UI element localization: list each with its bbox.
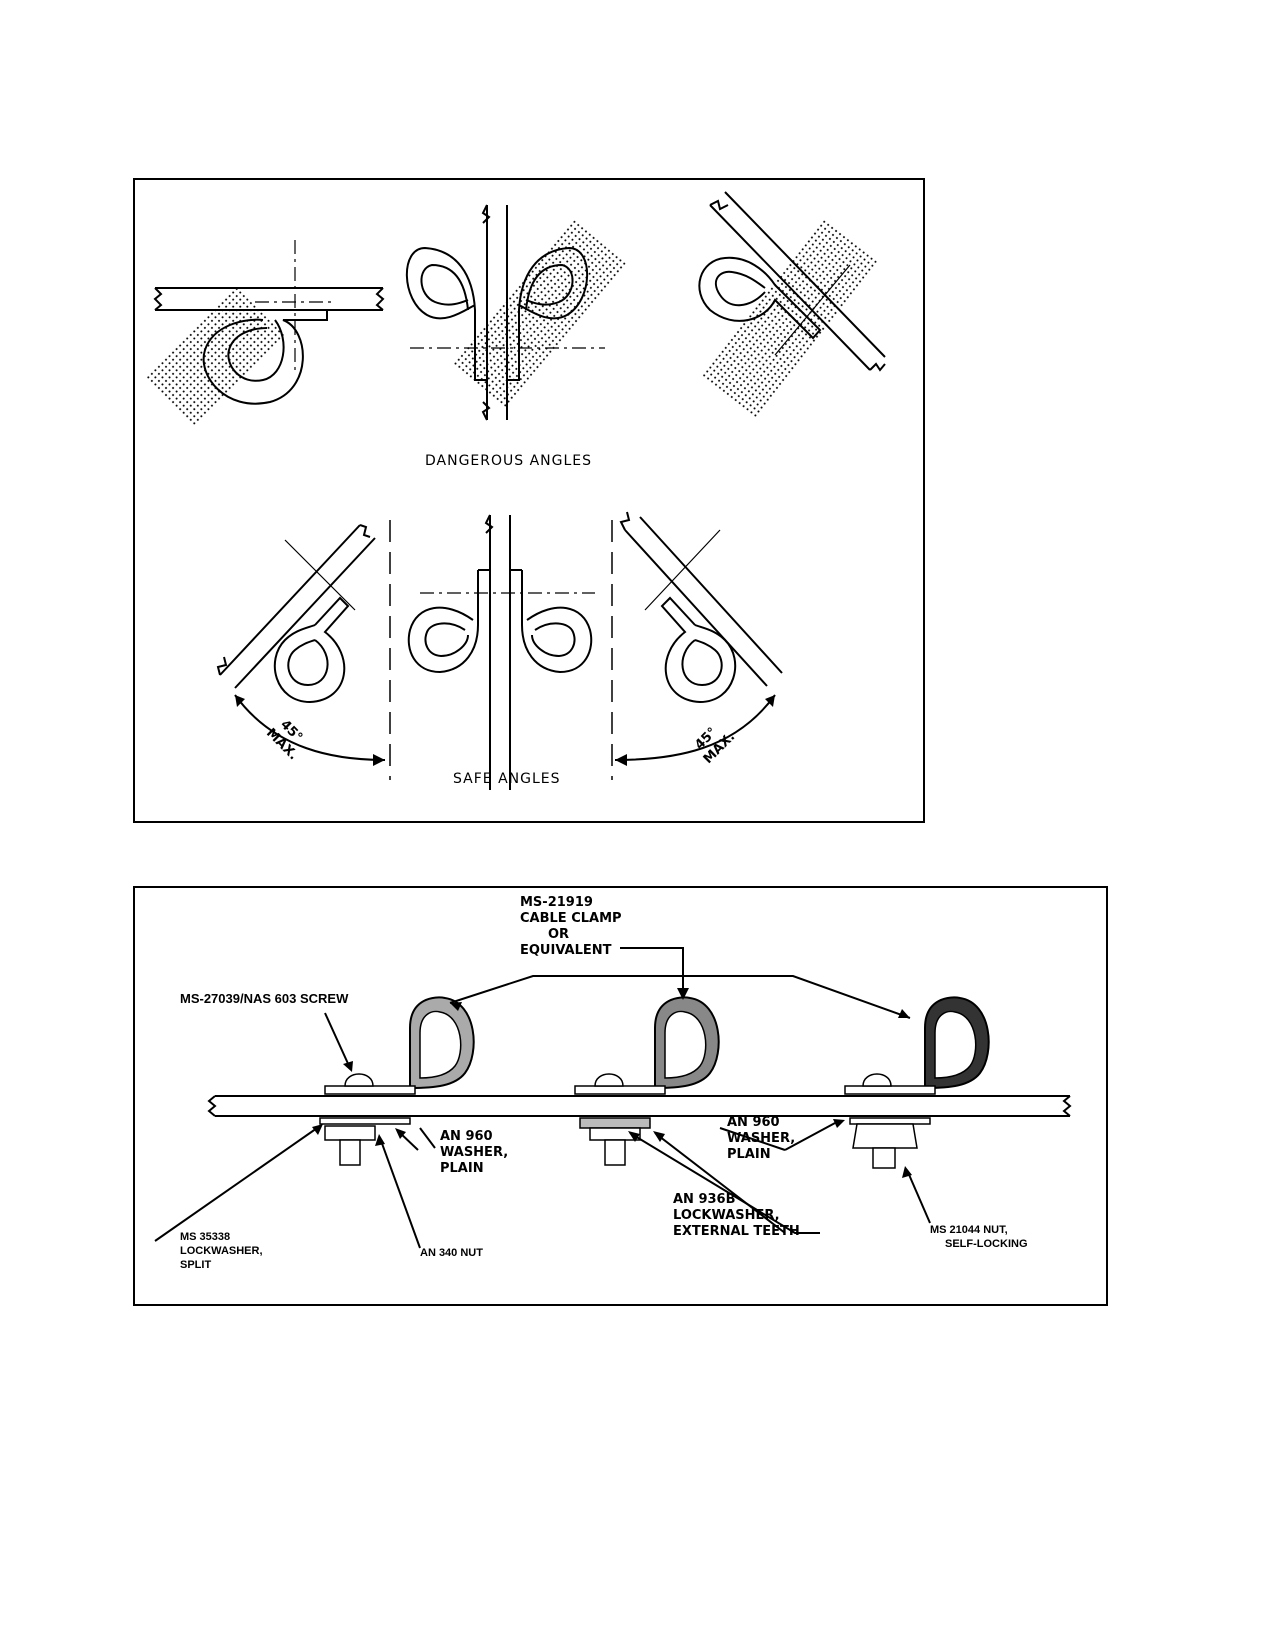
- angle-arc: [234, 694, 386, 761]
- label-nut-selflock-line1: MS 21044 NUT,: [930, 1224, 1008, 1236]
- label-washer-right-line2: WASHER,: [727, 1131, 795, 1146]
- label-nut-an340: AN 340 NUT: [420, 1247, 483, 1259]
- clamp-hardware-drawing: MS-21919 CABLE CLAMP OR EQUIVALENT MS-27…: [154, 895, 1072, 1271]
- clamp-assembly-self-locking: [844, 996, 990, 1169]
- angle-arc: [614, 694, 776, 761]
- arrow-head: [235, 695, 245, 707]
- clamp-angles-figure: DANGEROUS ANGLES 45° MAX.: [133, 178, 925, 823]
- label-washer-right-line3: PLAIN: [727, 1147, 771, 1162]
- screw-head: [862, 1073, 892, 1087]
- bolt-thread: [872, 1147, 896, 1169]
- leader-screw: [324, 1012, 351, 1069]
- label-washer-left-line1: AN 960: [440, 1129, 493, 1144]
- safe-clamp-right: 45° MAX.: [611, 511, 783, 780]
- clamp-assembly-split: [319, 996, 475, 1166]
- dangerous-clamp-vertical-pair: [405, 204, 628, 421]
- clamp-loop: [202, 309, 328, 405]
- dangerous-angles-caption: DANGEROUS ANGLES: [425, 453, 592, 469]
- label-lockwasher-split-line1: MS 35338: [180, 1231, 230, 1243]
- label-lockwasher-ext-line2: LOCKWASHER,: [673, 1208, 780, 1223]
- label-clamp-line1: MS-21919: [520, 895, 593, 910]
- leader-nut-selflock: [906, 1169, 931, 1224]
- dangerous-clamp-horizontal: [144, 240, 385, 429]
- label-washer-right: AN 960 WASHER, PLAIN: [727, 1115, 795, 1162]
- arrow-head: [765, 695, 775, 707]
- label-screw: MS-27039/NAS 603 SCREW: [180, 991, 349, 1006]
- screw-head: [344, 1073, 374, 1087]
- clamp-loop: [660, 596, 737, 704]
- safe-clamp-left: 45° MAX.: [216, 520, 391, 780]
- washer: [849, 1117, 931, 1125]
- clamp-hardware-figure: MS-21919 CABLE CLAMP OR EQUIVALENT MS-27…: [133, 886, 1108, 1306]
- label-washer-right-line1: AN 960: [727, 1115, 780, 1130]
- leader-clamp: [620, 947, 684, 998]
- label-clamp-line3: OR: [548, 927, 569, 942]
- label-clamp-line4: EQUIVALENT: [520, 943, 612, 958]
- lockwasher: [579, 1117, 651, 1129]
- label-washer-left: AN 960 WASHER, PLAIN: [440, 1129, 508, 1176]
- structure-bar: [215, 1095, 1070, 1117]
- screw-head: [594, 1073, 624, 1087]
- label-clamp: MS-21919 CABLE CLAMP OR EQUIVALENT: [520, 895, 622, 958]
- label-nut-selflock-line2: SELF-LOCKING: [945, 1238, 1028, 1250]
- leader-clamp-branches: [449, 975, 911, 1019]
- self-locking-nut: [852, 1123, 918, 1149]
- clamp-angles-drawing: DANGEROUS ANGLES 45° MAX.: [144, 191, 886, 790]
- structure-bar: [489, 515, 511, 790]
- leader-nut-an340: [379, 1137, 421, 1249]
- structure-bar: [155, 287, 383, 311]
- label-nut-selflock: MS 21044 NUT, SELF-LOCKING: [930, 1224, 1028, 1250]
- arrow-head: [615, 754, 627, 766]
- clamp-loop: [273, 596, 350, 704]
- washer: [319, 1117, 411, 1125]
- structure-bar: [486, 205, 508, 420]
- structure-bar: [709, 191, 886, 371]
- label-washer-left-line2: WASHER,: [440, 1145, 508, 1160]
- clamp-loop-left: [407, 570, 479, 674]
- leader-washer-right: [719, 1127, 786, 1151]
- structure-bar: [624, 516, 783, 687]
- clamp-loop-left: [405, 246, 487, 381]
- label-clamp-line2: CABLE CLAMP: [520, 911, 622, 926]
- clamp-loop-right: [521, 570, 593, 674]
- nut: [324, 1125, 376, 1141]
- dangerous-clamp-diagonal: [698, 191, 886, 421]
- label-lockwasher-split: MS 35338 LOCKWASHER, SPLIT: [180, 1231, 263, 1271]
- bolt-thread: [339, 1139, 361, 1166]
- label-lockwasher-split-line2: LOCKWASHER,: [180, 1245, 263, 1257]
- label-lockwasher-ext-line3: EXTERNAL TEETH: [673, 1224, 800, 1239]
- safe-angles-caption: SAFE ANGLES: [453, 771, 561, 787]
- clamp-assembly-external-teeth: [574, 996, 720, 1166]
- arrow-head: [373, 754, 385, 766]
- label-lockwasher-split-line3: SPLIT: [180, 1259, 211, 1271]
- clamp-loop-right: [507, 246, 589, 381]
- safe-clamp-vertical-pair: [407, 514, 595, 790]
- label-washer-left-line3: PLAIN: [440, 1161, 484, 1176]
- cable-bundle-shade: [700, 219, 880, 421]
- cable-bundle-shade: [144, 286, 287, 429]
- clamp-loop: [698, 256, 822, 340]
- leader-lockwasher-ext: [629, 1132, 820, 1234]
- bolt-thread: [604, 1139, 626, 1166]
- label-lockwasher-ext-line1: AN 936B: [673, 1192, 736, 1207]
- leader-lockwasher-split: [154, 1125, 321, 1242]
- structure-bar: [219, 524, 376, 689]
- leader-washer-left: [419, 1127, 436, 1149]
- label-lockwasher-ext: AN 936B LOCKWASHER, EXTERNAL TEETH: [673, 1192, 800, 1239]
